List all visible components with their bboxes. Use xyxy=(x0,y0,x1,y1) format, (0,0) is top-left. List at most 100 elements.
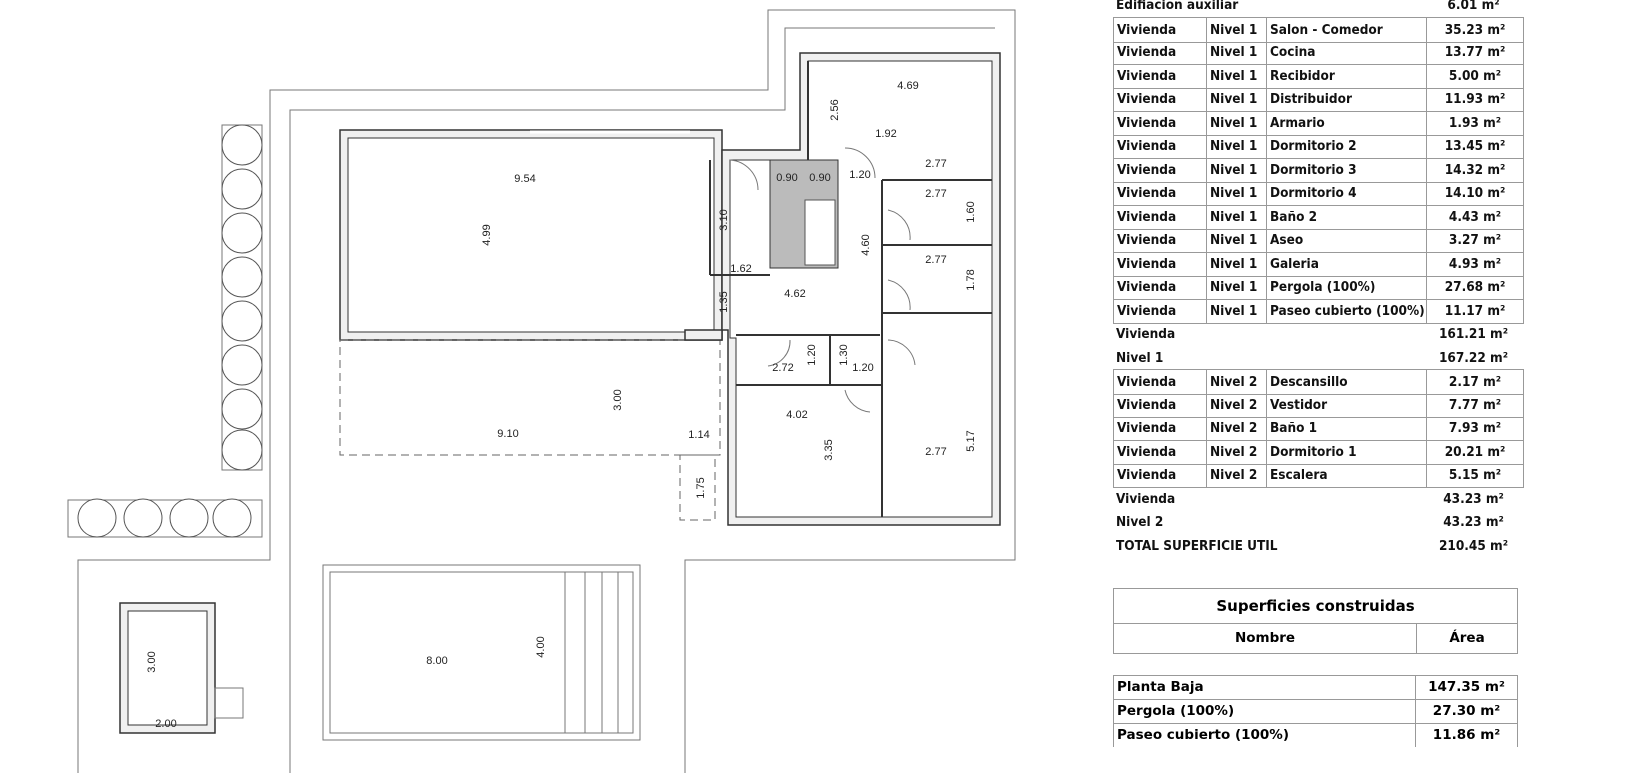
row-name: Planta Baja xyxy=(1114,676,1416,699)
row-area: 1.93 m² xyxy=(1426,110,1523,135)
row-area: 11.86 m² xyxy=(1432,727,1501,743)
row-uso: Vivienda xyxy=(1117,44,1177,60)
tree-row-horizontal xyxy=(77,498,252,538)
dimension-label: 4.99 xyxy=(481,224,493,245)
tree-icon xyxy=(123,498,163,538)
dimension-label: 3.00 xyxy=(612,389,624,410)
superficies-construidas-table: Planta Baja 147.35 m² Pergola (100%) 27.… xyxy=(1113,675,1518,747)
row-uso: Vivienda xyxy=(1117,161,1177,178)
table-row: Paseo cubierto (100%) 11.86 m² xyxy=(1114,724,1517,747)
row-nivel: Nivel 1 xyxy=(1206,275,1266,299)
row-uso: Vivienda xyxy=(1117,114,1177,131)
pergola-outline xyxy=(339,339,721,456)
dimension-label: 4.62 xyxy=(784,288,805,300)
dimension-label: 1.30 xyxy=(838,344,850,365)
row-area: 6.01 m² xyxy=(1447,0,1500,13)
row-area: 147.35 m² xyxy=(1428,679,1505,695)
dimension-label: 2.72 xyxy=(772,362,793,374)
row-estancia: Escalera xyxy=(1266,463,1426,487)
row-nivel: Nivel 1 xyxy=(1206,17,1266,42)
row-uso: Vivienda xyxy=(1117,21,1177,38)
row-area: 167.22 m² xyxy=(1438,349,1509,366)
row-area: 11.17 m² xyxy=(1426,298,1523,323)
row-nivel: Nivel 1 xyxy=(1206,110,1266,135)
row-area: 43.23 m² xyxy=(1443,490,1504,507)
dimension-label: 1.62 xyxy=(730,263,751,275)
row-area: 27.30 m² xyxy=(1432,703,1501,719)
row-estancia: Dormitorio 1 xyxy=(1266,439,1426,464)
tree-icon xyxy=(221,344,263,386)
row-estancia: Aseo xyxy=(1266,228,1426,252)
subtotal-row: Nivel 1 167.22 m² xyxy=(1113,346,1522,370)
table-row: Pergola (100%) 27.30 m² xyxy=(1114,700,1517,724)
row-area: 11.93 m² xyxy=(1426,87,1523,111)
row-area: 5.00 m² xyxy=(1426,63,1523,88)
dimension-label: 4.02 xyxy=(786,409,807,421)
row-area: 7.77 m² xyxy=(1426,392,1523,417)
row-area: 2.17 m² xyxy=(1426,370,1523,394)
col-nombre: Nombre xyxy=(1114,624,1417,653)
pool-steps xyxy=(564,572,619,733)
row-label: Nivel 1 xyxy=(1116,349,1164,366)
row-uso: Vivienda xyxy=(1117,67,1177,84)
dimension-label: 9.54 xyxy=(514,173,535,185)
row-nivel: Nivel 1 xyxy=(1206,40,1266,64)
dimension-label: 2.56 xyxy=(829,99,841,120)
row-uso: Vivienda xyxy=(1117,232,1177,248)
dimension-label: 1.20 xyxy=(852,362,873,374)
row-name: Pergola (100%) xyxy=(1114,700,1416,723)
row-nivel: Nivel 1 xyxy=(1206,298,1266,323)
dimension-label: 1.60 xyxy=(965,201,977,222)
row-estancia: Baño 2 xyxy=(1266,204,1426,229)
dimension-label: 3.00 xyxy=(146,651,158,672)
interior-walls xyxy=(709,61,992,517)
row-area: 13.45 m² xyxy=(1426,134,1523,158)
dimension-label: 8.00 xyxy=(426,655,447,667)
edificacion-auxiliar-row: Edifiacion auxiliar 6.01 m² xyxy=(1113,0,1522,17)
row-uso: Vivienda xyxy=(1117,91,1177,107)
row-uso: Vivienda xyxy=(1117,138,1177,154)
table-row: Planta Baja 147.35 m² xyxy=(1114,676,1517,700)
tree-icon xyxy=(169,498,209,538)
construidas-title: Superficies construidas xyxy=(1114,589,1517,624)
dimension-label: 2.77 xyxy=(925,446,946,458)
row-label: Vivienda xyxy=(1116,326,1176,342)
dimension-label: 2.77 xyxy=(925,158,946,170)
tree-icon xyxy=(221,256,263,298)
row-nivel: Nivel 1 xyxy=(1206,157,1266,182)
row-uso: Vivienda xyxy=(1117,185,1177,201)
row-label: Nivel 2 xyxy=(1116,514,1164,530)
row-label: TOTAL SUPERFICIE UTIL xyxy=(1116,537,1278,554)
row-nivel: Nivel 2 xyxy=(1206,370,1266,394)
row-uso: Vivienda xyxy=(1117,279,1177,295)
row-area: 7.93 m² xyxy=(1426,416,1523,440)
dimension-label: 0.90 xyxy=(776,172,797,184)
row-uso: Vivienda xyxy=(1117,208,1177,225)
tree-icon xyxy=(221,124,263,166)
row-area: 27.68 m² xyxy=(1426,275,1523,299)
paseo-cubierto-outline xyxy=(679,454,716,521)
dimension-label: 1.14 xyxy=(688,429,709,441)
tree-icon xyxy=(221,429,263,471)
dimension-label: 4.00 xyxy=(535,636,547,657)
row-area: 5.15 m² xyxy=(1426,463,1523,487)
row-estancia: Recibidor xyxy=(1266,63,1426,88)
row-label: Edifiacion auxiliar xyxy=(1116,0,1239,13)
row-uso: Vivienda xyxy=(1117,255,1177,272)
dimension-label: 1.92 xyxy=(875,128,896,140)
dimension-label: 1.75 xyxy=(695,477,707,498)
pool xyxy=(322,564,641,741)
planter-horizontal xyxy=(67,499,263,538)
dimension-label: 0.90 xyxy=(809,172,830,184)
